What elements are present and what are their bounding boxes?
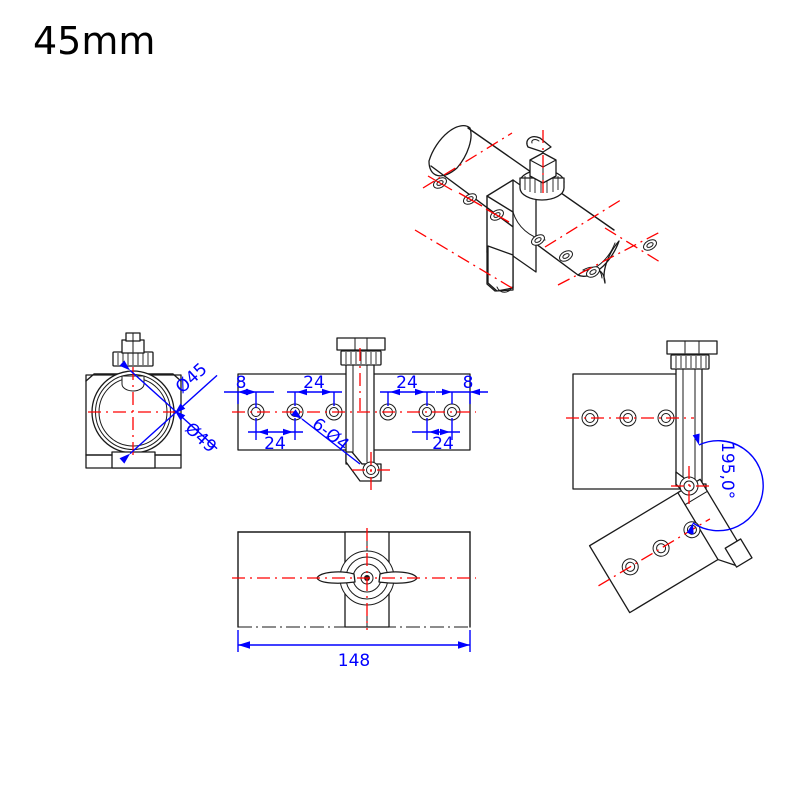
dim-right-24-lower: 24	[412, 418, 460, 454]
iso-hole	[531, 234, 545, 246]
dim-left-8: 8	[224, 373, 274, 408]
rotation-thumbscrew	[666, 340, 718, 370]
front-centerlines	[88, 367, 178, 458]
iso-centerlines	[414, 130, 661, 289]
iso-hole	[586, 266, 600, 278]
dim-right-24-upper: 24	[380, 373, 435, 406]
dim-left-24-upper: 24	[287, 373, 342, 406]
side-knurl	[345, 352, 377, 364]
iso-hole	[559, 250, 573, 262]
side-view: 8 24 24	[224, 337, 488, 492]
rotation-tilted-plate	[588, 478, 753, 614]
front-thumbscrew	[112, 332, 154, 367]
rotation-knurl	[675, 356, 707, 368]
plan-view: 148	[232, 528, 476, 671]
dim-label-left-8: 8	[236, 373, 247, 393]
rotation-view: 195,0°	[566, 340, 764, 614]
dim-label-left-24-upper: 24	[303, 373, 325, 393]
plan-centerlines	[232, 528, 476, 630]
dim-label-right-8: 8	[463, 373, 474, 393]
dim-label-right-24-lower: 24	[432, 434, 454, 454]
dim-label-195deg: 195,0°	[717, 442, 737, 499]
dim-swing-angle: 195,0°	[686, 433, 764, 535]
front-view: Ø45 Ø49	[85, 332, 220, 469]
iso-hole	[643, 239, 657, 251]
side-thumbscrew	[336, 337, 386, 366]
dim-label-right-24-upper: 24	[396, 373, 418, 393]
side-centerlines	[232, 348, 476, 492]
dim-overall-length: 148	[237, 630, 471, 671]
dim-left-24-lower: 24	[248, 418, 303, 454]
isometric-view	[414, 125, 661, 293]
rotation-centerlines	[566, 417, 712, 506]
dim-right-8: 8	[436, 373, 488, 404]
page-title: 45mm	[33, 19, 156, 63]
tilted-hole	[652, 539, 670, 557]
dim-label-148: 148	[338, 651, 370, 671]
dim-label-left-24-lower: 24	[264, 434, 286, 454]
dim-label-dia49: Ø49	[181, 419, 220, 457]
iso-thumbscrew	[519, 136, 565, 201]
